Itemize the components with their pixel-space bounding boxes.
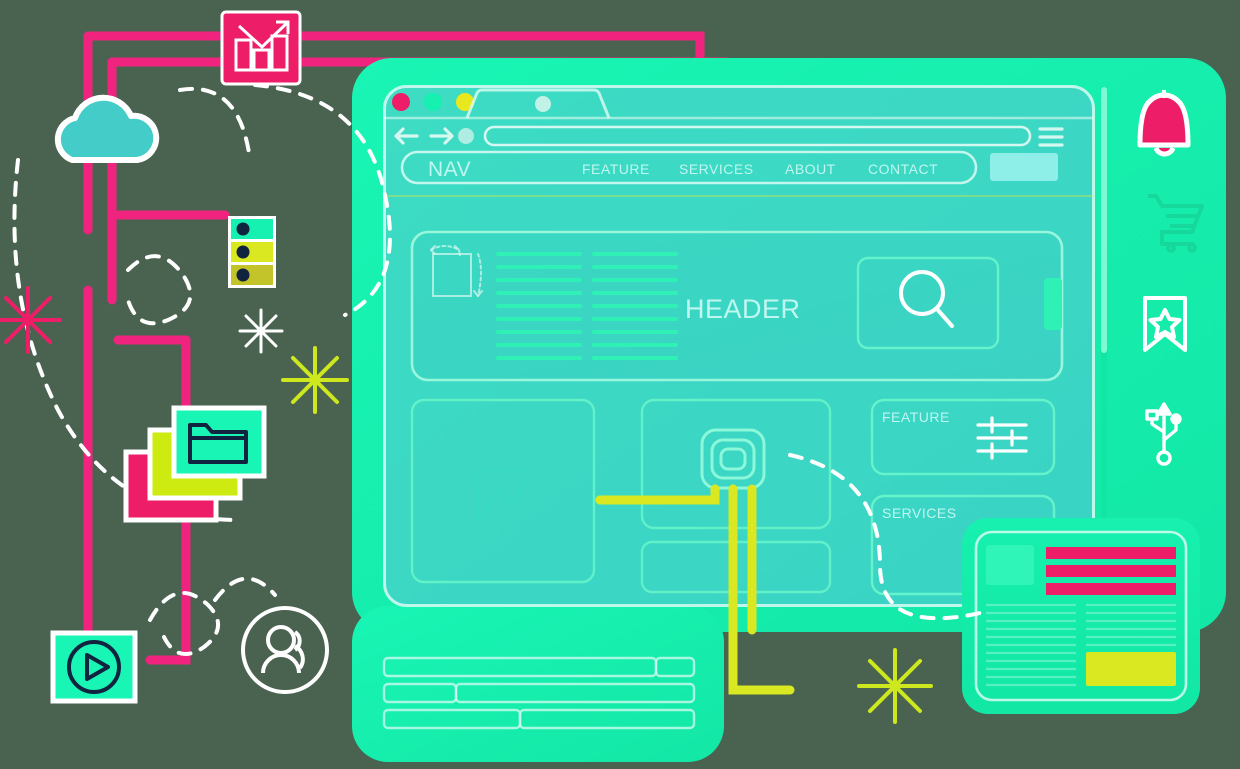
nav-item-about[interactable]: ABOUT [785, 161, 836, 177]
magnifier-search-icon[interactable] [899, 270, 954, 328]
popup-bar-1 [1046, 547, 1176, 559]
popup-bar-3 [1046, 583, 1176, 595]
hero-title: HEADER [685, 294, 801, 324]
nav-cta-button[interactable] [990, 153, 1058, 181]
resize-transform-icon [430, 245, 483, 297]
media-card[interactable] [410, 398, 596, 584]
feature-card-title: FEATURE [882, 409, 950, 425]
image-placeholder-icon [477, 469, 530, 520]
yellow-wire-left [595, 484, 720, 505]
browser-tab[interactable] [465, 88, 611, 119]
popup-text-column-right [1086, 603, 1176, 647]
chart-bar-icon[interactable] [220, 10, 302, 86]
bell-notification-icon[interactable] [1137, 90, 1191, 157]
sparkle-pink-icon [0, 286, 62, 354]
dashed-decor [12, 83, 982, 657]
sparkle-yellow-bottom-icon [857, 648, 933, 724]
browser-window-border [383, 85, 1095, 607]
popup-card [962, 518, 1200, 714]
feature-card[interactable] [870, 398, 1056, 476]
hero-text-column-right [592, 252, 678, 360]
traffic-light-maximize[interactable] [456, 93, 474, 111]
popup-card-border [974, 530, 1188, 702]
url-bar[interactable] [483, 125, 1032, 147]
services-card-title: SERVICES [882, 505, 957, 521]
nav-item-services[interactable]: SERVICES [679, 161, 754, 177]
play-video-icon[interactable] [50, 630, 138, 704]
usb-icon[interactable] [1145, 402, 1182, 466]
hero-section: HEADER [410, 230, 1064, 382]
site-navbar: NAV FEATURE SERVICES ABOUT CONTACT [400, 150, 1058, 185]
reload-dot-icon[interactable] [458, 128, 474, 144]
hero-accent-block [1044, 278, 1062, 330]
hamburger-menu-icon[interactable] [1038, 127, 1064, 147]
key-row3-right[interactable] [518, 708, 696, 730]
key-row2-wide[interactable] [454, 682, 696, 704]
tab-favicon-icon [535, 96, 551, 112]
traffic-light-close[interactable] [392, 93, 410, 111]
arrow-left-icon[interactable] [394, 127, 419, 145]
popup-bar-2 [1046, 565, 1176, 577]
sliders-settings-icon[interactable] [976, 416, 1028, 460]
server-list-icon[interactable] [228, 216, 276, 288]
popup-thumbnail [986, 545, 1034, 585]
shopping-cart-icon[interactable] [1148, 194, 1204, 253]
browser-chrome [384, 88, 1094, 147]
hero-search-card[interactable] [856, 256, 1000, 350]
sparkle-white-icon [238, 308, 284, 354]
hero-text-column-left [496, 252, 582, 360]
navbar-pill [400, 150, 978, 185]
folder-stack-icon[interactable] [123, 405, 267, 523]
popup-cta-button[interactable] [1086, 652, 1176, 686]
nav-brand[interactable]: NAV [428, 158, 471, 181]
nav-item-contact[interactable]: CONTACT [868, 161, 938, 177]
users-circle-icon[interactable] [241, 606, 329, 694]
traffic-light-minimize[interactable] [424, 93, 442, 111]
key-row1-small[interactable] [654, 656, 696, 678]
keyboard-keys [382, 656, 696, 730]
arrow-right-icon[interactable] [429, 127, 454, 145]
bookmark-star-icon[interactable] [1143, 296, 1187, 352]
popup-text-column-left [986, 603, 1076, 687]
nav-item-feature[interactable]: FEATURE [582, 161, 650, 177]
sparkle-yellow-icon [281, 346, 349, 414]
cloud-icon[interactable] [54, 94, 160, 163]
